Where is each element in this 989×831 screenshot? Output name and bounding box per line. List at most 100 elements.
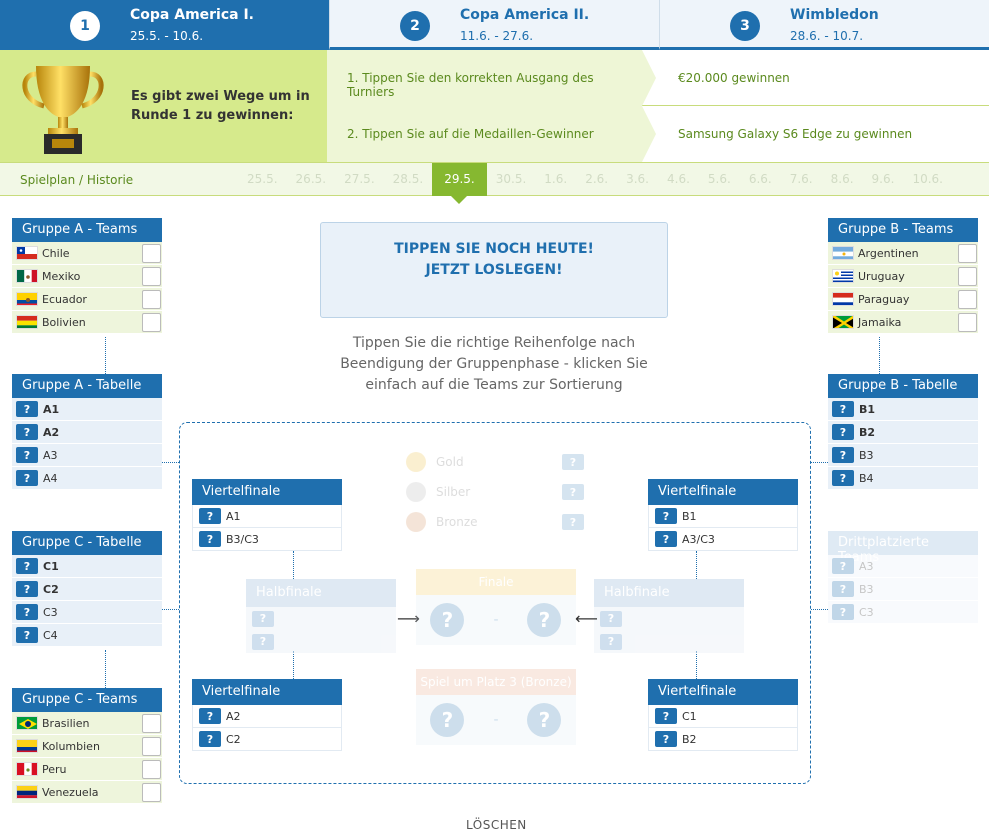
team-row[interactable]: Jamaika xyxy=(828,311,978,334)
box-header: Halbfinale xyxy=(246,579,396,607)
date-item[interactable]: 27.5. xyxy=(344,172,375,186)
tab-wimbledon[interactable]: 3 Wimbledon 28.6. - 10.7. xyxy=(660,0,989,50)
qf-slot[interactable]: ?A2 xyxy=(192,705,342,728)
qf-slot[interactable]: ?B1 xyxy=(648,505,798,528)
date-item[interactable]: 5.6. xyxy=(707,172,731,186)
date-item[interactable]: 26.5. xyxy=(295,172,327,186)
hf-slot[interactable]: ? xyxy=(246,607,396,630)
unknown-badge: ? xyxy=(16,447,38,463)
hf-slot[interactable]: ? xyxy=(594,607,744,630)
team-checkbox[interactable] xyxy=(958,243,977,263)
date-item[interactable]: 28.5. xyxy=(392,172,424,186)
medal-bronze: Bronze ? xyxy=(402,508,588,536)
cta-line-1: TIPPEN SIE NOCH HEUTE! xyxy=(394,241,594,257)
qf-slot[interactable]: ?A3/C3 xyxy=(648,528,798,551)
schedule-history-link[interactable]: Spielplan / Historie xyxy=(20,173,134,187)
position-label: A2 xyxy=(43,425,60,439)
date-item[interactable]: 30.5. xyxy=(495,172,527,186)
date-list: 25.5. 26.5. 27.5. 28.5. 29.5. 30.5. 1.6. 2.6. 3.… xyxy=(238,163,952,204)
unknown-badge: ? xyxy=(655,508,677,524)
quarterfinal-top-left: Viertelfinale ?A1 ?B3/C3 xyxy=(192,479,342,551)
team-row[interactable]: Mexiko xyxy=(12,265,162,288)
team-checkbox[interactable] xyxy=(958,266,977,286)
tab-dates: 28.6. - 10.7. xyxy=(790,29,864,43)
cta-start-button[interactable]: TIPPEN SIE NOCH HEUTE! JETZT LOSLEGEN! xyxy=(320,222,668,318)
date-item[interactable]: 4.6. xyxy=(667,172,690,186)
position-label: B2 xyxy=(859,425,876,439)
team-row[interactable]: Venezuela xyxy=(12,781,162,804)
qf-slot[interactable]: ?B3/C3 xyxy=(192,528,342,551)
table-row[interactable]: ?A3 xyxy=(12,444,162,467)
schedule-bar: Spielplan / Historie 25.5. 26.5. 27.5. 28.5… xyxy=(0,163,989,204)
unknown-badge: ? xyxy=(252,633,274,650)
unknown-badge: ? xyxy=(199,508,221,524)
qf-slot[interactable]: ?C1 xyxy=(648,705,798,728)
unknown-badge: ? xyxy=(832,447,854,463)
date-item[interactable]: 25.5. xyxy=(247,172,278,186)
table-row[interactable]: ?B1 xyxy=(828,398,978,421)
date-item[interactable]: 10.6. xyxy=(912,172,943,186)
table-row[interactable]: ?B3 xyxy=(828,444,978,467)
qf-slot[interactable]: ?B2 xyxy=(648,728,798,751)
team-checkbox[interactable] xyxy=(142,736,161,756)
qf-slot[interactable]: ?A1 xyxy=(192,505,342,528)
team-row[interactable]: Uruguay xyxy=(828,265,978,288)
team-checkbox[interactable] xyxy=(142,759,161,779)
team-row[interactable]: Chile xyxy=(12,242,162,265)
table-row[interactable]: ?B2 xyxy=(828,421,978,444)
team-checkbox[interactable] xyxy=(142,713,161,733)
date-item[interactable]: 8.6. xyxy=(830,172,854,186)
table-row[interactable]: ?C3 xyxy=(12,601,162,624)
table-row[interactable]: ?C2 xyxy=(12,578,162,601)
paraguay-flag-icon xyxy=(832,292,854,306)
team-row[interactable]: Brasilien xyxy=(12,712,162,735)
position-label: B4 xyxy=(859,471,874,485)
date-item[interactable]: 29.5. xyxy=(432,163,487,204)
table-row[interactable]: ?A1 xyxy=(12,398,162,421)
team-name: Chile xyxy=(42,246,70,260)
table-row[interactable]: ?A4 xyxy=(12,467,162,490)
unknown-badge: ? xyxy=(600,633,622,650)
hf-slot[interactable]: ? xyxy=(594,630,744,653)
team-checkbox[interactable] xyxy=(142,243,161,263)
team-checkbox[interactable] xyxy=(958,312,977,332)
unknown-badge: ? xyxy=(16,470,38,486)
qf-slot-label: C2 xyxy=(226,732,241,746)
team-checkbox[interactable] xyxy=(142,289,161,309)
table-row[interactable]: ?B4 xyxy=(828,467,978,490)
qf-slot[interactable]: ?C2 xyxy=(192,728,342,751)
date-item[interactable]: 6.6. xyxy=(748,172,772,186)
position-label: C3 xyxy=(43,605,58,619)
date-item[interactable]: 2.6. xyxy=(585,172,609,186)
team-row[interactable]: Ecuador xyxy=(12,288,162,311)
date-item[interactable]: 7.6. xyxy=(789,172,813,186)
date-item[interactable]: 3.6. xyxy=(626,172,649,186)
team-checkbox[interactable] xyxy=(142,312,161,332)
team-checkbox[interactable] xyxy=(142,782,161,802)
table-row[interactable]: ?A3 xyxy=(828,555,978,578)
box-header: Gruppe B - Teams xyxy=(828,218,978,242)
connector xyxy=(879,337,880,374)
team-name: Peru xyxy=(42,762,67,776)
tab-copa-america-1[interactable]: 1 Copa America I. 25.5. - 10.6. xyxy=(0,0,330,50)
hf-slot[interactable]: ? xyxy=(246,630,396,653)
team-checkbox[interactable] xyxy=(958,289,977,309)
date-item[interactable]: 1.6. xyxy=(544,172,568,186)
medal-slot: ? xyxy=(562,484,584,500)
table-row[interactable]: ?C3 xyxy=(828,601,978,624)
team-row[interactable]: Paraguay xyxy=(828,288,978,311)
table-row[interactable]: ?C1 xyxy=(12,555,162,578)
table-row[interactable]: ?B3 xyxy=(828,578,978,601)
team-row[interactable]: Kolumbien xyxy=(12,735,162,758)
team-row[interactable]: Peru xyxy=(12,758,162,781)
table-row[interactable]: ?C4 xyxy=(12,624,162,647)
team-checkbox[interactable] xyxy=(142,266,161,286)
table-row[interactable]: ?A2 xyxy=(12,421,162,444)
team-name: Jamaika xyxy=(858,315,902,329)
team-row[interactable]: Bolivien xyxy=(12,311,162,334)
date-item[interactable]: 9.6. xyxy=(871,172,895,186)
clear-button[interactable]: LÖSCHEN xyxy=(466,818,527,831)
team-row[interactable]: Argentinen xyxy=(828,242,978,265)
qf-slot-label: A3/C3 xyxy=(682,532,715,546)
tab-copa-america-2[interactable]: 2 Copa America II. 11.6. - 27.6. xyxy=(330,0,660,50)
